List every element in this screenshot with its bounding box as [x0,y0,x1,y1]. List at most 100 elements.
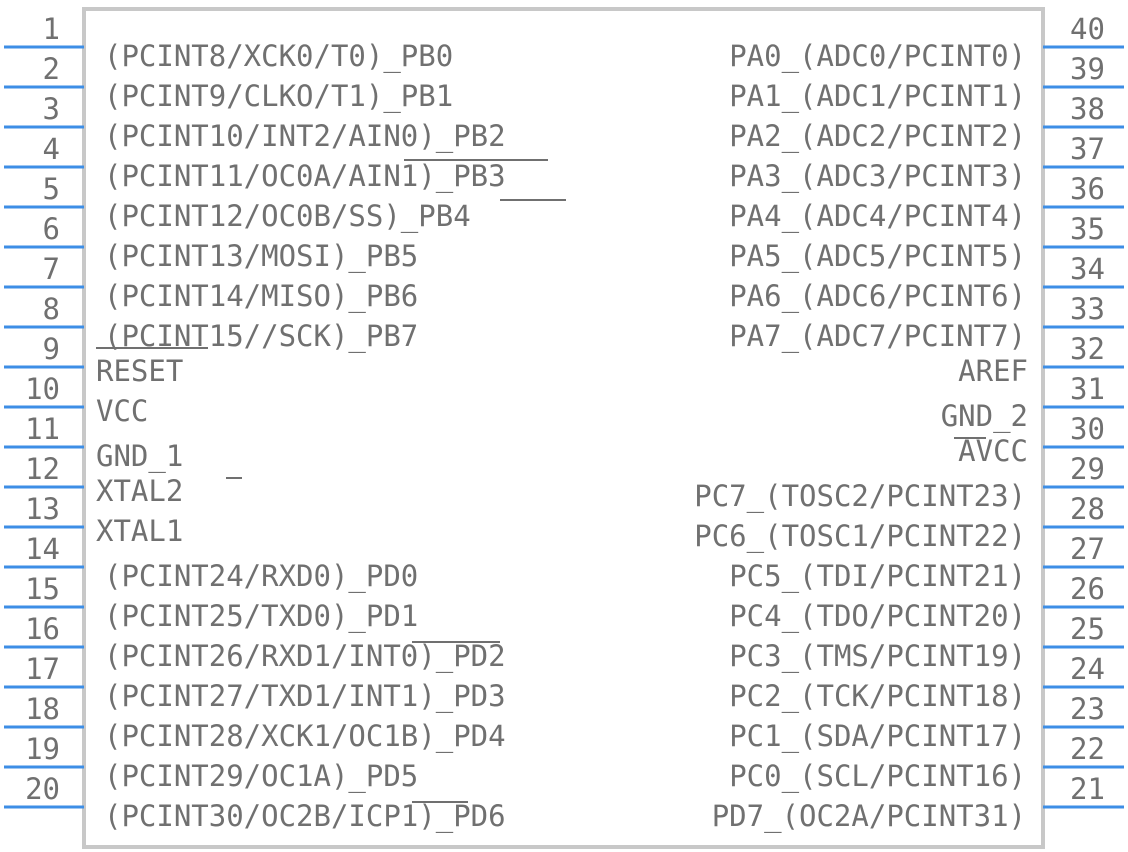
pin-label: PA4_(ADC4/PCINT4) [729,199,1026,234]
left-pin-group: 1 (PCINT8/XCK0/T0)_PB0 2 (PCINT9/CLKO/T1)_P… [4,12,506,834]
pin-number: 13 [25,492,60,526]
pin-label: PA2_(ADC2/PCINT2) [729,119,1026,154]
pin-6: 6 (PCINT13/MOSI)_PB5 [4,212,418,274]
pin-number: 1 [43,12,60,46]
pin-number: 25 [1070,612,1105,646]
pin-number: 12 [25,452,60,486]
pin-label: XTAL1 [96,514,183,548]
right-pin-group: 40PA0_(ADC0/PCINT0)39PA1_(ADC1/PCINT1)38… [694,12,1124,834]
pin-number: 27 [1070,532,1105,566]
pin-1: 1 (PCINT8/XCK0/T0)_PB0 [4,12,453,74]
pin-label: (PCINT11/OC0A/AIN1)_PB3 [104,159,506,194]
pin-label: PC2_(TCK/PCINT18) [729,679,1026,714]
pin-19: 19 (PCINT29/OC1A)_PD5 [4,732,418,794]
pin-number: 37 [1070,132,1105,166]
pin-label: PA0_(ADC0/PCINT0) [729,39,1026,74]
pin-number: 6 [43,212,60,246]
pin-label: (PCINT26/RXD1/INT0)_PD2 [104,639,506,674]
pin-number: 31 [1070,372,1105,406]
pin-label: (PCINT9/CLKO/T1)_PB1 [104,79,453,114]
pin-7: 7(PCINT14/MISO)_PB6 [4,252,418,314]
pin-label: (PCINT28/XCK1/OC1B)_PD4 [104,719,506,754]
pin-label: (PCINT24/RXD0)_PD0 [104,559,418,594]
pin-label: PA1_(ADC1/PCINT1) [729,79,1026,114]
pin-number: 10 [25,372,60,406]
pin-number: 34 [1070,252,1105,286]
pin-label: GND_1 [96,439,183,474]
pin-label: GND_2 [941,399,1028,434]
pin-number: 19 [25,732,60,766]
pin-label: PA5_(ADC5/PCINT5) [729,239,1026,274]
ic-body [82,7,1045,849]
pin-number: 24 [1070,652,1105,686]
pin-number: 28 [1070,492,1105,526]
pin-label: PA3_(ADC3/PCINT3) [729,159,1026,194]
pin-label: (PCINT30/OC2B/ICP1)_PD6 [104,799,506,834]
pin-2: 2 (PCINT9/CLKO/T1)_PB1 [4,52,453,114]
pin-label: (PCINT13/MOSI)_PB5 [104,239,418,274]
pin-label: PC5_(TDI/PCINT21) [729,559,1026,594]
pin-15: 15(PCINT25/TXD0)_PD1 [4,572,418,634]
pin-label: PC4_(TDO/PCINT20) [729,599,1026,634]
pin-number: 32 [1070,332,1105,366]
pin-label: PC6_(TOSC1/PCINT22) [694,519,1026,554]
pin-label: (PCINT29/OC1A)_PD5 [104,759,418,794]
pin-number: 22 [1070,732,1105,766]
pin-number: 35 [1070,212,1105,246]
pin-label: PC3_(TMS/PCINT19) [729,639,1026,674]
pin-label: PC0_(SCL/PCINT16) [729,759,1026,794]
pin-20: 20(PCINT30/OC2B/ICP1)_PD6 [4,772,506,834]
pin-number: 16 [25,612,60,646]
pin-number: 17 [25,652,60,686]
pin-number: 26 [1070,572,1105,606]
pin-4: 4 (PCINT11/OC0A/AIN1)_PB3 [4,132,506,194]
pin-number: 9 [43,332,60,366]
pin-number: 5 [43,172,60,206]
pin-number: 8 [43,292,60,326]
pin-17: 17(PCINT27/TXD1/INT1)_PD3 [4,652,506,714]
pin-5: 5 (PCINT12/OC0B/SS)_PB4 [4,172,471,234]
pin-label: AREF [958,354,1028,388]
pin-number: 38 [1070,92,1105,126]
pin-number: 33 [1070,292,1105,326]
pin-label: PA6_(ADC6/PCINT6) [729,279,1026,314]
pin-label: AVCC [958,434,1028,468]
pin-16: 16 (PCINT26/RXD1/INT0)_PD2 [4,612,506,674]
pin-label: (PCINT12/OC0B/SS)_PB4 [104,199,471,234]
pin-number: 30 [1070,412,1105,446]
pin-label: (PCINT8/XCK0/T0)_PB0 [104,39,453,74]
pin-label: RESET [96,354,183,388]
pin-number: 40 [1070,12,1105,46]
pin-14: 14(PCINT24/RXD0)_PD0 [4,532,418,594]
pin-label: XTAL2 [96,474,183,508]
pin-number: 36 [1070,172,1105,206]
pin-number: 2 [43,52,60,86]
pin-label: PA7_(ADC7/PCINT7) [729,319,1026,354]
pin-number: 23 [1070,692,1105,726]
pin-number: 4 [43,132,60,166]
pin-number: 15 [25,572,60,606]
pin-3: 3(PCINT10/INT2/AIN0)_PB2 [4,92,506,154]
